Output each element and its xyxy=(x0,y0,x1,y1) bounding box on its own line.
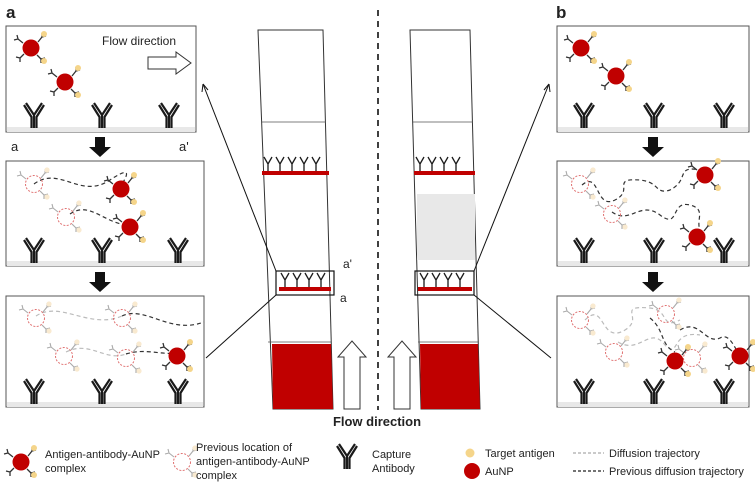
connector-line-a-top xyxy=(202,83,277,272)
legend-complex-line1: Antigen-antibody-AuNP xyxy=(45,449,160,461)
strip-label-a-prime: a' xyxy=(343,257,352,271)
strip-right xyxy=(409,29,481,410)
legend-previous-line2: antigen-antibody-AuNP xyxy=(196,456,310,468)
panel-b-box-2 xyxy=(556,157,750,267)
down-arrow-icon xyxy=(642,272,664,292)
section-label-a-prime: a' xyxy=(179,139,189,154)
flow-arrow-icon xyxy=(147,51,192,75)
strip-label-a: a xyxy=(340,291,347,305)
panel-b-box-3 xyxy=(556,295,755,408)
legend-capture-line2: Antibody xyxy=(372,463,415,475)
panel-a-box-2 xyxy=(5,160,205,267)
legend-capture-line1: Capture xyxy=(372,449,411,461)
legend-aunp-icon xyxy=(464,463,480,479)
up-arrow-icon xyxy=(336,340,368,410)
connector-line-a-bottom xyxy=(205,294,277,359)
connector-line-b-bottom xyxy=(473,294,552,359)
strip-left: a' a xyxy=(257,29,352,410)
down-arrow-icon xyxy=(89,272,111,292)
section-label-a: a xyxy=(11,139,19,154)
legend-previous-line1: Previous location of xyxy=(196,442,293,454)
panel-b-box-1 xyxy=(556,25,750,133)
down-arrow-icon xyxy=(642,137,664,157)
connector-line-b-top xyxy=(473,83,550,272)
strip-highlight-box xyxy=(414,270,475,296)
legend-complex-line2: complex xyxy=(45,463,86,475)
panel-a-box-3 xyxy=(5,295,205,408)
legend: Antigen-antibody-AuNP complex Previous l… xyxy=(3,442,744,482)
legend-capture-antibody-icon xyxy=(335,442,359,471)
legend-complex-icon xyxy=(3,444,38,479)
down-arrow-icon xyxy=(89,137,111,157)
legend-aunp: AuNP xyxy=(485,466,514,478)
flow-direction-label-a: Flow direction xyxy=(102,34,176,48)
legend-antigen-icon xyxy=(465,448,475,458)
legend-diffusion: Diffusion trajectory xyxy=(609,448,700,460)
flow-direction-label-center: Flow direction xyxy=(333,414,421,429)
legend-previous-location-icon xyxy=(164,444,199,479)
panel-b-label: b xyxy=(556,3,566,22)
up-arrow-icon xyxy=(386,340,418,410)
panel-a-box-1: Flow direction xyxy=(5,25,197,133)
legend-previous-line3: complex xyxy=(196,470,237,482)
strip-highlight-box xyxy=(275,270,335,296)
legend-previous-diffusion: Previous diffusion trajectory xyxy=(609,466,744,478)
legend-target-antigen: Target antigen xyxy=(485,448,555,460)
panel-a-label: a xyxy=(6,3,16,22)
